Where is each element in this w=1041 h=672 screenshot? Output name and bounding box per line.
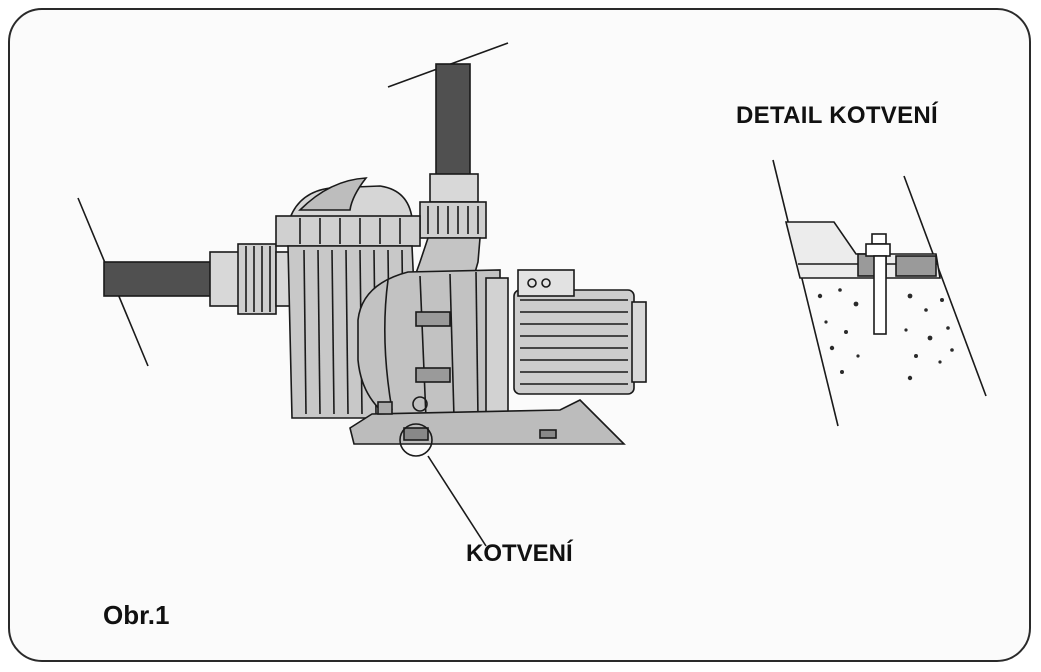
detail-title: DETAIL KOTVENÍ: [736, 102, 938, 129]
inlet-pipe: [103, 261, 215, 297]
figure-label: Obr.1: [103, 600, 170, 630]
strainer-lid: [275, 177, 421, 247]
motor: [513, 269, 647, 395]
anchor-callout-circle: [399, 423, 433, 457]
base-plate: [349, 396, 626, 445]
anchor-leader-line: [427, 455, 487, 547]
anchor-detail-drawing: [772, 159, 987, 427]
anchor-label: KOTVENÍ: [466, 540, 573, 567]
inlet-union: [209, 243, 291, 315]
pump-housing: [357, 269, 509, 425]
outlet-pipe: [435, 63, 471, 179]
